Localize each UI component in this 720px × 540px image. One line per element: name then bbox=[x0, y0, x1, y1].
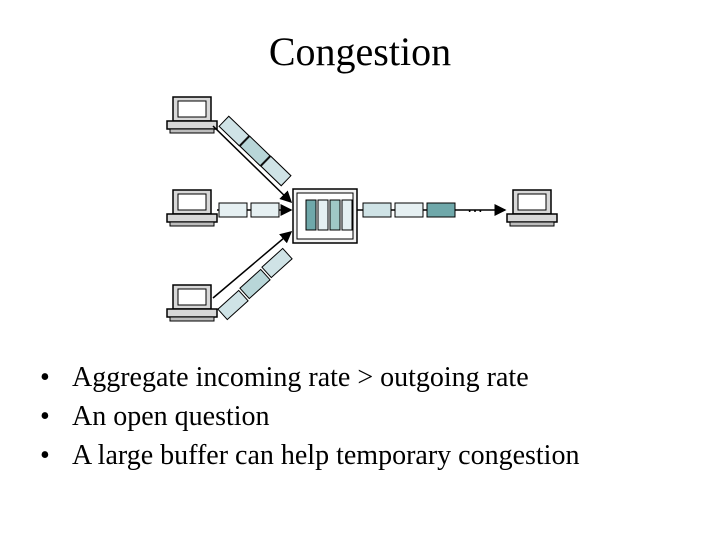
bullet-item: • Aggregate incoming rate > outgoing rate bbox=[40, 362, 579, 401]
bullet-dot-icon: • bbox=[40, 440, 50, 471]
queued-packet bbox=[317, 199, 329, 231]
bullet-item: • An open question bbox=[40, 401, 579, 440]
source-computer-top bbox=[166, 96, 218, 134]
bullet-text: A large buffer can help temporary conges… bbox=[72, 440, 580, 471]
packet bbox=[239, 268, 271, 300]
ellipsis: … bbox=[467, 199, 483, 216]
queued-packet bbox=[305, 199, 317, 231]
packet bbox=[260, 155, 292, 187]
queued-packet bbox=[329, 199, 341, 231]
router-queue bbox=[305, 199, 353, 231]
packet bbox=[362, 202, 392, 218]
source-computer-middle bbox=[166, 189, 218, 227]
destination-computer bbox=[506, 189, 558, 227]
packet bbox=[218, 115, 250, 147]
packets-outgoing-link bbox=[362, 202, 456, 218]
queued-packet bbox=[341, 199, 353, 231]
link-bottom bbox=[212, 231, 293, 299]
packet bbox=[426, 202, 456, 218]
packet bbox=[394, 202, 424, 218]
link-top bbox=[212, 125, 293, 204]
bullet-dot-icon: • bbox=[40, 362, 50, 393]
packets-top-link bbox=[218, 115, 292, 187]
packet bbox=[218, 202, 248, 218]
bullet-text: Aggregate incoming rate > outgoing rate bbox=[72, 362, 529, 393]
slide-title: Congestion bbox=[268, 29, 452, 74]
packet bbox=[261, 247, 293, 279]
packets-bottom-link bbox=[217, 247, 293, 321]
packet bbox=[250, 202, 280, 218]
bullet-dot-icon: • bbox=[40, 401, 50, 432]
bullet-text: An open question bbox=[72, 401, 270, 432]
router bbox=[292, 188, 358, 244]
packets-middle-link bbox=[218, 202, 280, 218]
packet bbox=[239, 135, 271, 167]
bullet-item: • A large buffer can help temporary conge… bbox=[40, 440, 579, 479]
bullet-list: • Aggregate incoming rate > outgoing rate… bbox=[40, 362, 579, 479]
packet bbox=[217, 289, 249, 321]
source-computer-bottom bbox=[166, 284, 218, 322]
